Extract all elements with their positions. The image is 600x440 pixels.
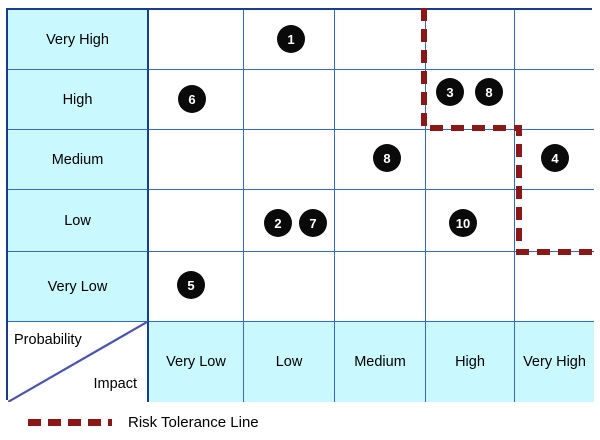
risk-matrix-grid: Very High High Medium Low Very Low: [6, 8, 594, 402]
cell-high-medium[interactable]: [335, 70, 426, 130]
cell-veryhigh-medium[interactable]: [335, 10, 426, 70]
risk-marker[interactable]: 8: [373, 144, 401, 172]
cell-verylow-low[interactable]: [244, 252, 335, 322]
risk-tolerance-line-swatch: [28, 418, 112, 426]
cell-high-veryhigh[interactable]: [515, 70, 594, 130]
row-label-high: High: [8, 70, 149, 130]
risk-marker[interactable]: 4: [541, 144, 569, 172]
row-label-low: Low: [8, 190, 149, 252]
risk-marker[interactable]: 10: [449, 209, 477, 237]
col-label-very-low: Very Low: [149, 322, 244, 402]
risk-marker[interactable]: 3: [436, 78, 464, 106]
probability-axis-label: Probability: [14, 332, 82, 348]
row-label-medium: Medium: [8, 130, 149, 190]
legend-label: Risk Tolerance Line: [128, 413, 259, 431]
risk-marker[interactable]: 6: [178, 85, 206, 113]
row-label-very-high: Very High: [8, 10, 149, 70]
cell-low-medium[interactable]: [335, 190, 426, 252]
risk-marker[interactable]: 8: [475, 78, 503, 106]
cell-low-verylow[interactable]: [149, 190, 244, 252]
risk-marker[interactable]: 5: [177, 271, 205, 299]
cell-medium-high[interactable]: [426, 130, 515, 190]
cell-veryhigh-high[interactable]: [426, 10, 515, 70]
risk-marker[interactable]: 1: [277, 25, 305, 53]
cell-veryhigh-veryhigh[interactable]: [515, 10, 594, 70]
cell-medium-verylow[interactable]: [149, 130, 244, 190]
legend: Risk Tolerance Line: [0, 404, 600, 440]
axis-corner-cell: Probability Impact: [8, 322, 149, 402]
cell-verylow-high[interactable]: [426, 252, 515, 322]
col-label-very-high: Very High: [515, 322, 594, 402]
col-label-medium: Medium: [335, 322, 426, 402]
risk-matrix: Very High High Medium Low Very Low: [6, 8, 594, 402]
cell-medium-low[interactable]: [244, 130, 335, 190]
cell-verylow-medium[interactable]: [335, 252, 426, 322]
risk-marker[interactable]: 2: [264, 209, 292, 237]
impact-axis-label: Impact: [93, 376, 137, 392]
row-label-very-low: Very Low: [8, 252, 149, 322]
cell-veryhigh-verylow[interactable]: [149, 10, 244, 70]
risk-marker[interactable]: 7: [299, 209, 327, 237]
col-label-high: High: [426, 322, 515, 402]
col-label-low: Low: [244, 322, 335, 402]
cell-verylow-veryhigh[interactable]: [515, 252, 594, 322]
cell-low-veryhigh[interactable]: [515, 190, 594, 252]
cell-high-low[interactable]: [244, 70, 335, 130]
